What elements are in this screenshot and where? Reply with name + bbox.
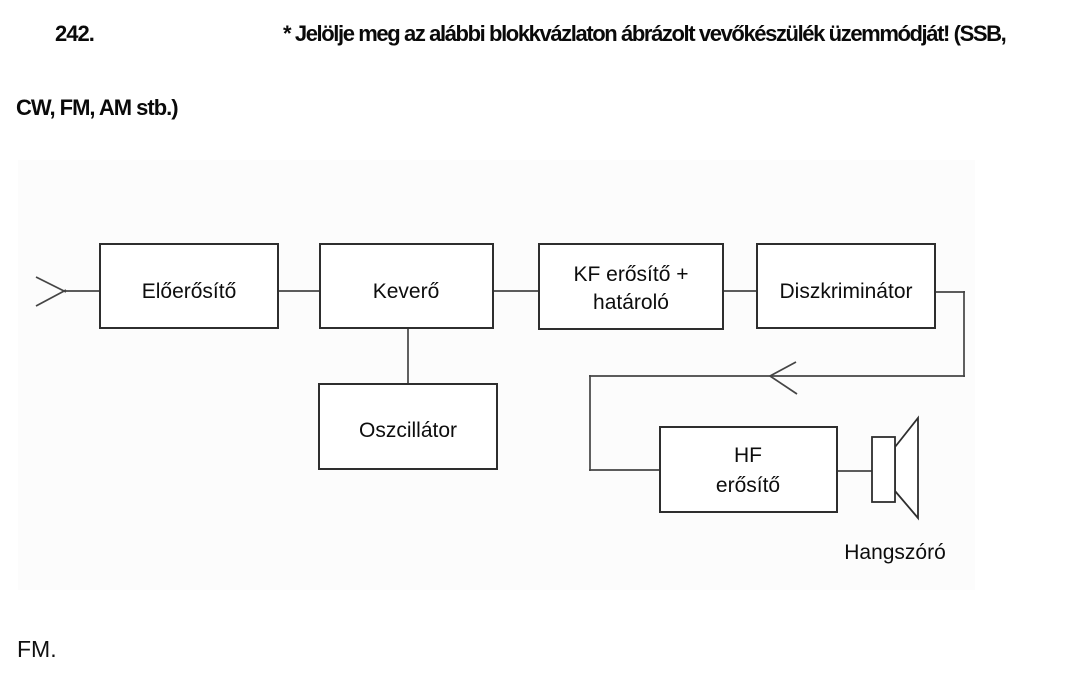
block-hf-erosito [659, 426, 838, 513]
antenna-icon [35, 276, 100, 307]
answer-text: FM. [17, 636, 57, 662]
question-text-line1: * Jelölje meg az alábbi blokkvázlaton áb… [283, 21, 1007, 46]
block-oszcillator [318, 383, 498, 470]
block-label-hf-erosito-line1: HF [734, 444, 762, 467]
connector-lines [278, 290, 965, 472]
block-kf-erosito-hatarolo [538, 243, 724, 330]
block-label-kevero: Keverő [373, 280, 440, 303]
block-label-oszcillator: Oszcillátor [359, 419, 457, 442]
block-label-hf-erosito-line2: erősítő [716, 474, 780, 497]
block-label-diszkriminator: Diszkriminátor [779, 280, 912, 303]
block-kevero [319, 243, 494, 329]
block-label-kf-erosito-line1: KF erősítő + [574, 263, 689, 286]
speaker-icon [871, 415, 919, 521]
block-label-eloerosito: Előerősítő [142, 280, 237, 303]
block-diszkriminator [756, 243, 936, 329]
question-number: 242. [55, 21, 95, 46]
arrowhead-left-icon [769, 361, 798, 395]
block-label-kf-erosito-line2: határoló [593, 291, 669, 314]
speaker-label: Hangszóró [844, 541, 946, 564]
diagram-background [18, 160, 975, 590]
question-text-line2: CW, FM, AM stb.) [16, 95, 179, 120]
block-eloerosito [99, 243, 279, 329]
